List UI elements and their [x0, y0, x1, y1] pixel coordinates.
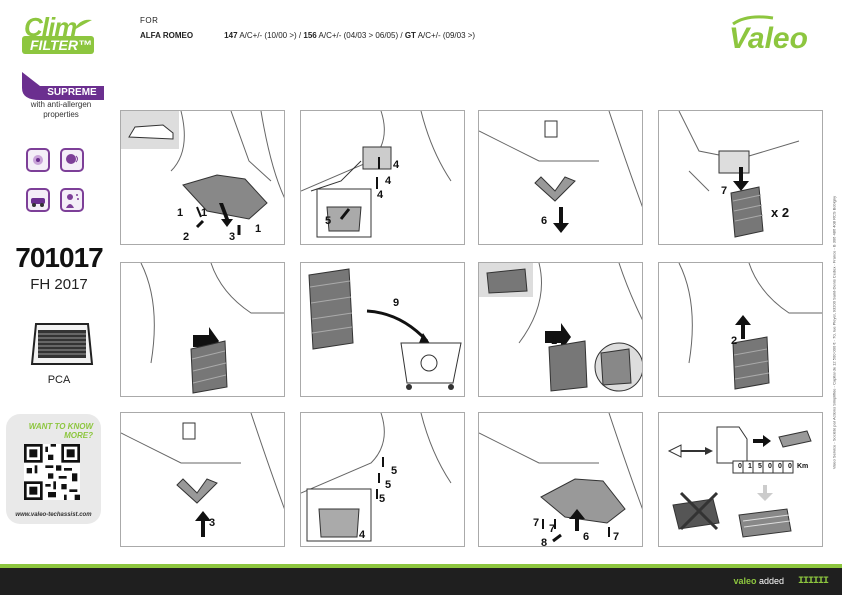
- step-panel-4: 7 x 2: [658, 110, 823, 245]
- part-number: 701017: [15, 242, 103, 273]
- step-number: 4: [359, 529, 366, 541]
- step-number: 4: [377, 189, 384, 201]
- step-panel-5: 8: [120, 262, 285, 397]
- vehicle-make: ALFA ROMEO: [140, 31, 194, 40]
- step-number: 2: [183, 231, 190, 243]
- step-number: 2: [731, 335, 738, 347]
- model-name: 147: [224, 31, 238, 40]
- step-panel-2: 4 4 4 5: [300, 110, 465, 245]
- step-number: 5: [385, 479, 392, 491]
- step-number: 7: [613, 531, 620, 543]
- model-spec: A/C+/- (04/03 > 06/05): [318, 31, 399, 40]
- more-info-box: WANT TO KNOW MORE? www.valeo-techassist.…: [6, 414, 101, 524]
- step-number: 5: [325, 215, 332, 227]
- odometer-unit: Km: [797, 463, 809, 470]
- step-panel-6: 9: [300, 262, 465, 397]
- footer: valeo added IIIIII: [0, 568, 842, 595]
- step-number: 1: [551, 335, 558, 347]
- techassist-url[interactable]: www.valeo-techassist.com: [15, 512, 92, 518]
- step-number: 7: [721, 185, 728, 197]
- step-panel-7: 1: [478, 262, 643, 397]
- footer-brand-name: valeo: [733, 576, 757, 586]
- quantity-label: x 2: [771, 205, 790, 220]
- step-number: 8: [541, 537, 548, 547]
- step-number: 7: [533, 517, 540, 529]
- step-panel-8: 2: [658, 262, 823, 397]
- step-number: 8: [193, 335, 200, 347]
- odometer-digit: 1: [748, 463, 752, 470]
- model-name: GT: [404, 31, 416, 40]
- odometer-digit: 0: [788, 463, 792, 470]
- step-panel-11: 7 7 8 6 7: [478, 412, 643, 547]
- step-number: 1: [255, 223, 262, 235]
- qr-code[interactable]: [24, 444, 80, 500]
- step-number: 3: [209, 517, 216, 529]
- footer-brand: valeo added: [733, 576, 784, 586]
- odometer-digit: 0: [778, 463, 782, 470]
- cabin-filter-image: [30, 318, 94, 370]
- want-to-know-more: WANT TO KNOW MORE?: [28, 422, 93, 440]
- leaf-swoosh-icon: [74, 19, 92, 30]
- step-number: 5: [379, 493, 386, 505]
- step-number: 7: [549, 523, 556, 535]
- side-legal-text: Valeo Service - Société par Actions Simp…: [829, 120, 839, 550]
- model-name: 156: [303, 31, 317, 40]
- step-panel-1: 1 1 2 3 1: [120, 110, 285, 245]
- step-number: 4: [385, 175, 392, 187]
- allergic-person-icon: [60, 188, 84, 212]
- filter-word: FILTER™: [22, 36, 94, 54]
- step-number: 6: [583, 531, 590, 543]
- step-number: 1: [177, 207, 184, 219]
- step-number: 6: [541, 215, 548, 227]
- footer-brand-suffix: added: [758, 576, 784, 586]
- step-panel-9: 3: [120, 412, 285, 547]
- separator: /: [298, 31, 302, 40]
- tagline: with anti-allergen properties: [30, 100, 92, 119]
- flower-pollen-icon: [26, 148, 50, 172]
- odometer-digit: 0: [738, 463, 742, 470]
- step-number: 3: [229, 231, 236, 243]
- virus-icon: [60, 148, 84, 172]
- odometer: [732, 460, 794, 474]
- climfilter-logo: Clim FILTER™ SUPREME: [22, 12, 106, 100]
- supreme-badge: SUPREME: [22, 72, 104, 102]
- odometer-digit: 5: [758, 463, 762, 470]
- vehicle-applications: ALFA ROMEO 147 A/C+/- (10/00 >) / 156 A/…: [140, 31, 475, 40]
- valeo-logo: Valeo: [729, 15, 808, 54]
- legal-notice: Valeo Service - Société par Actions Simp…: [831, 195, 837, 470]
- step-panel-12: 0 1 5 0 0 0 Km: [658, 412, 823, 547]
- part-reference: FH 2017: [30, 276, 88, 293]
- footer-bars-icon: IIIIII: [797, 576, 829, 587]
- for-label: FOR: [140, 16, 159, 25]
- car-icon: [26, 188, 50, 212]
- step-panel-3: 6: [478, 110, 643, 245]
- model-spec: A/C+/- (10/00 >): [239, 31, 297, 40]
- step-number: 5: [391, 465, 398, 477]
- step-number: 1: [201, 207, 208, 219]
- footer-accent-line: [0, 564, 842, 568]
- odometer-digit: 0: [768, 463, 772, 470]
- step-number: 4: [393, 159, 400, 171]
- filter-type: PCA: [47, 374, 71, 386]
- step-panel-10: 5 5 5 4: [300, 412, 465, 547]
- model-spec: A/C+/- (09/03 >): [417, 31, 476, 40]
- step-number: 9: [393, 297, 400, 309]
- supreme-label: SUPREME: [40, 86, 104, 100]
- valeo-logo-text: Valeo: [729, 22, 808, 54]
- separator: /: [400, 31, 403, 40]
